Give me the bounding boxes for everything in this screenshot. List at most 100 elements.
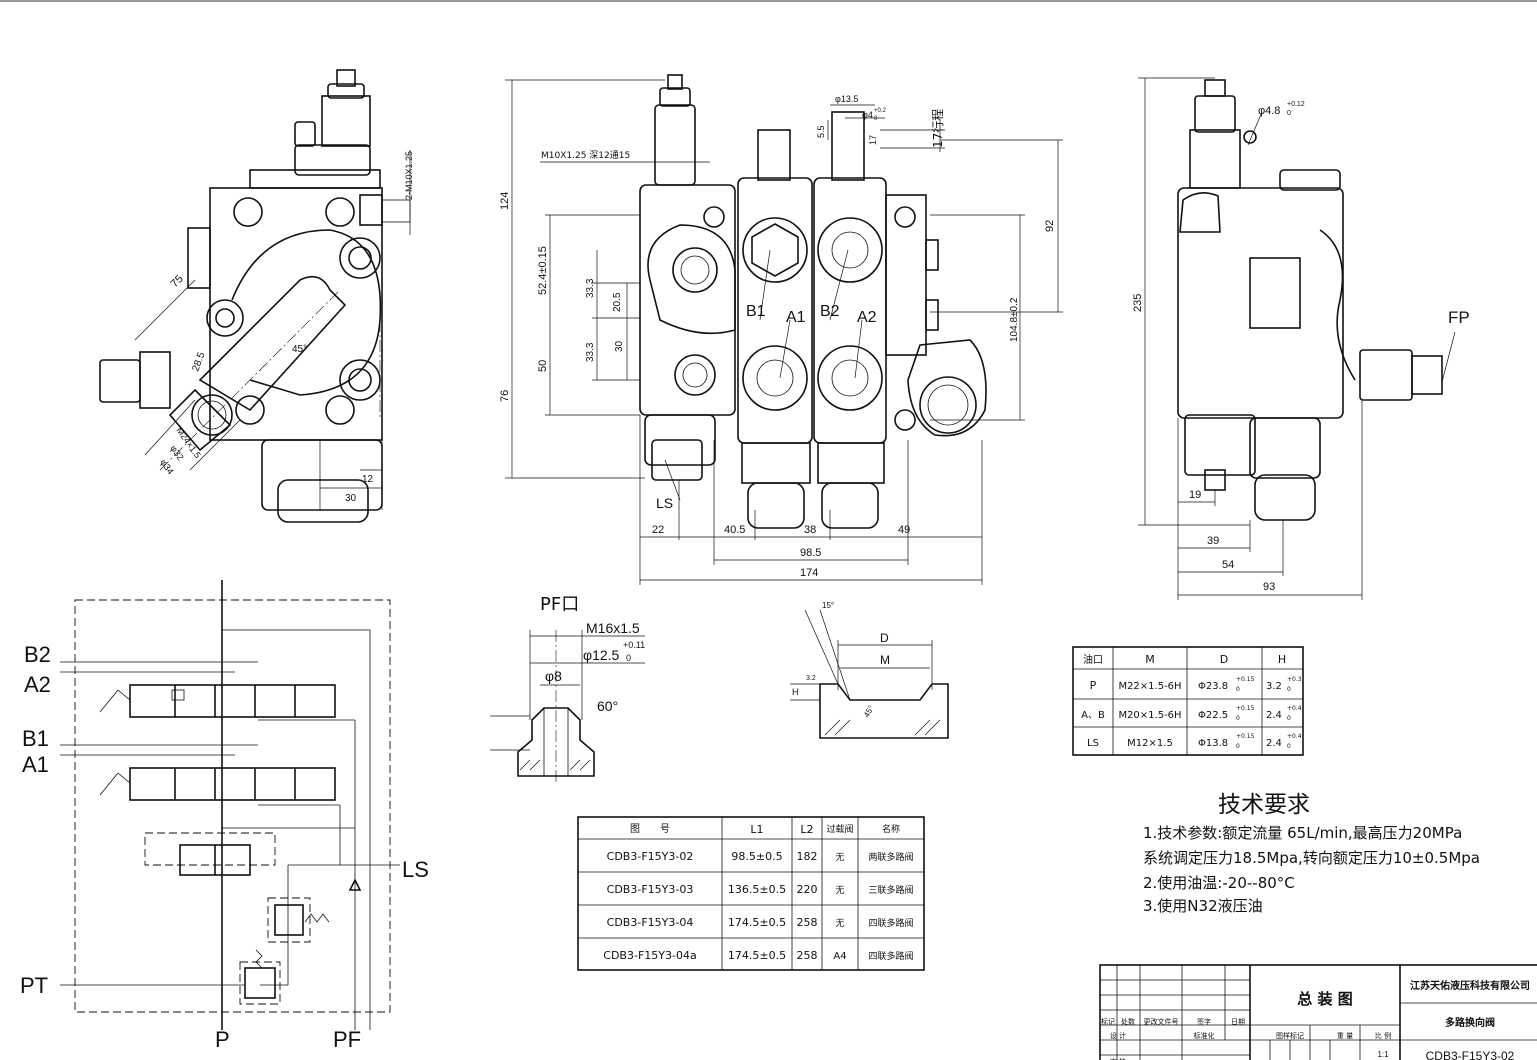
- model-table-cell: 258: [797, 916, 818, 929]
- schematic-label-p: P: [215, 1027, 230, 1052]
- dim-38: 38: [804, 524, 816, 536]
- dim-235: 235: [1132, 294, 1144, 312]
- dim-76: 76: [499, 390, 511, 402]
- dim-5-5: 5.5: [816, 125, 826, 138]
- port-table-tol: 0: [1236, 715, 1240, 722]
- port-table-tol: +0.15: [1236, 705, 1255, 712]
- dim-174: 174: [800, 567, 818, 579]
- title-block-weight: 重 量: [1337, 1032, 1353, 1040]
- model-table-cell: 无: [835, 852, 844, 863]
- dim-phi13-5: φ13.5: [835, 94, 858, 104]
- dim-104-8: 104.8±0.2: [1009, 297, 1020, 342]
- model-table-cell: A4: [833, 951, 846, 962]
- dim-phi4-8-tol-up: +0.12: [1287, 101, 1305, 108]
- dim-m10-thread: M10X1.25 深12通15: [541, 150, 630, 161]
- port-table-tol: +0.4: [1287, 705, 1302, 712]
- title-block-standard: 标准化: [1194, 1031, 1215, 1040]
- schematic-label-ls: LS: [402, 857, 429, 882]
- port-table-tol: +0.4: [1287, 733, 1302, 740]
- pf-port-title: PF口: [540, 594, 579, 615]
- port-label-ls: LS: [656, 495, 673, 511]
- port-table-header-h: H: [1278, 653, 1286, 666]
- port-spec-table: 油口 M D H P M22×1.5-6H Φ23.8 +0.15 0 3.2 …: [1072, 646, 1304, 756]
- port-table-row-p: P M22×1.5-6H Φ23.8 +0.15 0 3.2 +0.3 0: [1090, 676, 1302, 693]
- title-block-stage: 图样标记: [1276, 1031, 1304, 1040]
- title-block-mark: 标记: [1101, 1017, 1115, 1026]
- model-table-header-overload: 过载阀: [826, 823, 853, 835]
- model-table-row: CDB3-F15Y3-02 98.5±0.5 182 无 两联多路阀: [607, 850, 914, 863]
- port-label-b1: B1: [746, 303, 766, 320]
- schematic-label-a1: A1: [22, 752, 49, 777]
- title-block-date: 日期: [1231, 1018, 1245, 1026]
- title-block-scale-value: 1:1: [1377, 1050, 1389, 1059]
- port-table-header-d: D: [1220, 653, 1228, 666]
- hydraulic-schematic: B2 A2 B1 A1 LS PT P PF: [20, 580, 429, 1052]
- model-table-cell: CDB3-F15Y3-04a: [603, 949, 696, 962]
- title-block-sign: 签字: [1197, 1017, 1211, 1026]
- requirements-line-3: 2.使用油温:-20--80°C: [1143, 874, 1295, 892]
- pf-port-detail: PF口 M16x1.5 φ12.5 +0.11 0 φ8 60°: [490, 594, 645, 785]
- right-side-view: φ4.8 +0.12 0 235 FP 19 39 54 93: [1132, 77, 1470, 600]
- model-table-cell: 174.5±0.5: [728, 949, 786, 962]
- port-table-cell: 2.4: [1266, 710, 1282, 721]
- model-table-header-no: 图 号: [630, 823, 670, 835]
- port-table-header-m: M: [1145, 653, 1155, 666]
- dim-39: 39: [1207, 535, 1219, 547]
- title-block-change-doc: 更改文件号: [1144, 1017, 1179, 1026]
- dim-40-5: 40.5: [724, 524, 745, 536]
- dim-m10-vertical: 2-M10X1.25: [404, 151, 414, 200]
- front-view: 124 52.4±0.15 33.3 20.5 33.3 30 50 76 92…: [499, 74, 1063, 585]
- port-table-cell: M12×1.5: [1127, 738, 1173, 749]
- pf-port-tol-dn: 0: [626, 653, 631, 663]
- dim-92: 92: [1044, 220, 1056, 232]
- dim-30: 30: [345, 493, 357, 504]
- port-table-cell: Φ22.5: [1198, 710, 1228, 721]
- port-table-tol: +0.15: [1236, 733, 1255, 740]
- dim-50: 50: [537, 360, 549, 372]
- detail-label-h: H: [792, 687, 799, 697]
- model-table-cell: 258: [797, 949, 818, 962]
- port-table-cell: A、B: [1081, 710, 1105, 721]
- dim-98-5: 98.5: [800, 547, 821, 559]
- dim-33-3b: 33.3: [585, 342, 596, 362]
- model-table-header-l2: L2: [800, 823, 813, 836]
- dim-52-4: 52.4±0.15: [537, 246, 549, 295]
- model-table-cell: 98.5±0.5: [731, 850, 782, 863]
- dim-30-front: 30: [614, 340, 625, 352]
- dim-124: 124: [499, 192, 511, 210]
- port-table-tol: +0.3: [1287, 676, 1302, 683]
- model-table-cell: CDB3-F15Y3-03: [607, 883, 694, 896]
- title-block: 总 装 图 江苏天佑液压科技有限公司 多路换向阀 CDB3-F15Y3-02 标…: [1099, 964, 1537, 1060]
- dim-phi4-tol-dn: 0: [874, 116, 878, 122]
- model-table-header-l1: L1: [750, 823, 763, 836]
- dim-phi4: φ4: [862, 110, 873, 120]
- dim-12: 12: [362, 474, 374, 485]
- port-label-a1: A1: [786, 309, 806, 326]
- requirements-line-1: 1.技术参数:额定流量 65L/min,最高压力20MPa: [1143, 824, 1462, 842]
- model-table-row: CDB3-F15Y3-04a 174.5±0.5 258 A4 四联多路阀: [603, 949, 913, 962]
- model-table-cell: 三联多路阀: [868, 884, 913, 896]
- dim-20-5: 20.5: [612, 292, 623, 312]
- port-table-cell: Φ13.8: [1198, 738, 1228, 749]
- pf-port-phi8: φ8: [545, 668, 562, 684]
- model-table-cell: CDB3-F15Y3-02: [607, 850, 694, 863]
- dim-22: 22: [652, 524, 664, 536]
- schematic-label-b1: B1: [22, 726, 49, 751]
- detail-label-d: D: [880, 631, 889, 645]
- port-table-tol: 0: [1236, 686, 1240, 693]
- schematic-label-pt: PT: [20, 973, 48, 998]
- model-table-row: CDB3-F15Y3-03 136.5±0.5 220 无 三联多路阀: [607, 883, 914, 896]
- port-table-cell: M20×1.5-6H: [1118, 710, 1181, 721]
- requirements-line-4: 3.使用N32液压油: [1143, 897, 1263, 915]
- schematic-label-pf: PF: [333, 1027, 361, 1052]
- port-table-cell: 3.2: [1266, 681, 1282, 692]
- title-block-count: 处数: [1121, 1017, 1135, 1026]
- pf-port-angle: 60°: [597, 698, 618, 714]
- port-table-header-port: 油口: [1083, 653, 1103, 666]
- port-table-tol: 0: [1287, 743, 1291, 750]
- model-table-header-name: 名称: [882, 823, 900, 835]
- port-table-tol: 0: [1236, 743, 1240, 750]
- schematic-label-a2: A2: [24, 672, 51, 697]
- model-table-cell: 四联多路阀: [868, 950, 913, 962]
- port-table-cell: 2.4: [1266, 738, 1282, 749]
